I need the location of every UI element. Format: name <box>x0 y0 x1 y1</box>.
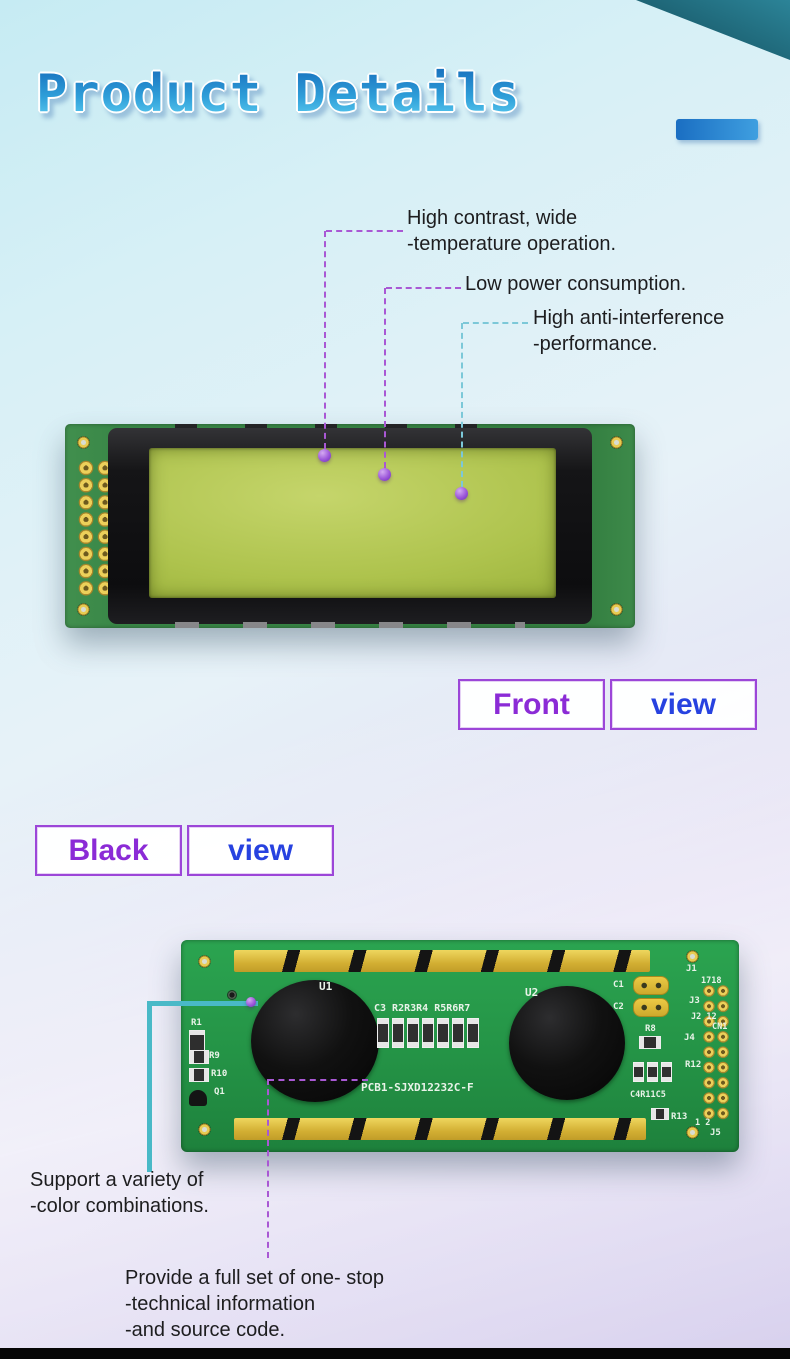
mounting-hole <box>198 1123 211 1136</box>
back-view-label-left: Black <box>35 825 182 876</box>
front-view-label-left: Front <box>458 679 605 730</box>
resistor-group-small <box>633 1062 672 1082</box>
pcb-label-j4: J4 <box>684 1033 695 1043</box>
resistor-r10 <box>189 1068 209 1082</box>
mounting-hole <box>198 955 211 968</box>
callout-line: -performance. <box>533 333 658 355</box>
mounting-hole <box>77 603 90 616</box>
transistor-q1 <box>189 1090 207 1106</box>
leader-line-power-v <box>384 288 386 468</box>
back-view-label: Black view <box>35 825 334 876</box>
pcb-label-j5: J5 <box>710 1128 721 1138</box>
pcb-label-j1: J1 <box>686 964 697 974</box>
capacitor-c1 <box>633 976 669 995</box>
pcb-label-c4r11c5: C4R11C5 <box>630 1090 666 1100</box>
pcb-label-u2: U2 <box>525 986 539 999</box>
mounting-hole <box>610 436 623 449</box>
callout-line: Provide a full set of one- stop <box>125 1267 385 1289</box>
front-view-label-right: view <box>610 679 757 730</box>
pcb-label-j2: J2 12 <box>691 1012 717 1022</box>
callout-one-stop-support: Provide a full set of one- stop -technic… <box>125 1265 384 1343</box>
resistor-chip <box>452 1018 464 1048</box>
callout-line: Support a variety of <box>30 1169 204 1191</box>
resistor-chip <box>407 1018 419 1048</box>
leader-line-contrast-h <box>326 230 403 232</box>
mounting-hole <box>686 950 699 963</box>
resistor-chip <box>633 1062 644 1082</box>
pcb-label-r1: R1 <box>191 1018 202 1028</box>
pcb-label-r13: R13 <box>671 1112 688 1122</box>
resistor-chip <box>661 1062 672 1082</box>
corner-accent-triangle <box>636 0 790 60</box>
callout-dot-support <box>246 997 256 1007</box>
pcb-label-q1: Q1 <box>214 1087 225 1097</box>
callout-line: -and source code. <box>125 1319 286 1341</box>
leader-line-support-v <box>147 1001 152 1172</box>
resistor-chip <box>392 1018 404 1048</box>
callout-dot-interference <box>455 487 468 500</box>
resistor-chip <box>437 1018 449 1048</box>
mounting-hole <box>77 436 90 449</box>
resistor-r13 <box>651 1108 669 1120</box>
callout-line: -color combinations. <box>30 1195 209 1217</box>
lcd-front-view-image <box>65 424 635 628</box>
cob-blob-right <box>509 986 625 1100</box>
pcb-label-j3: J3 <box>689 996 700 1006</box>
callout-low-power: Low power consumption. <box>465 271 686 297</box>
pcb-label-r9: R9 <box>209 1051 220 1061</box>
callout-line: High anti-interference <box>533 307 725 329</box>
callout-high-contrast: High contrast, wide -temperature operati… <box>407 205 616 257</box>
callout-line: -technical information <box>125 1293 316 1315</box>
leader-line-provide-h <box>268 1079 368 1081</box>
leader-line-power-h <box>386 287 461 289</box>
pcb-label-c2: C2 <box>613 1002 624 1012</box>
callout-line: Low power consumption. <box>465 273 687 295</box>
mounting-hole <box>610 603 623 616</box>
gold-strip-bottom <box>234 1118 646 1140</box>
front-view-label: Front view <box>458 679 757 730</box>
pcb-label-cn1: CN1 <box>712 1022 728 1032</box>
resistor-chip <box>377 1018 389 1048</box>
resistor-chip <box>422 1018 434 1048</box>
resistor-array <box>377 1018 479 1048</box>
pcb-label-pin-12: 1 2 <box>695 1118 711 1128</box>
pcb-label-resistor-row: C3 R2R3R4 R5R6R7 <box>374 1003 471 1014</box>
page-title: Product Details <box>36 64 521 124</box>
leader-line-provide-v <box>267 1079 269 1258</box>
gold-strip-top <box>234 950 650 972</box>
bezel-tabs-top <box>175 424 525 430</box>
callout-color-combinations: Support a variety of -color combinations… <box>30 1167 209 1219</box>
leader-line-support-h <box>148 1001 258 1006</box>
resistor-r8 <box>639 1036 661 1049</box>
pcb-label-r12: R12 <box>685 1060 702 1070</box>
callout-dot-contrast <box>318 449 331 462</box>
pcb-back-view-image: U1 U2 C3 R2R3R4 R5R6R7 PCB1-SJXD12232C-F… <box>181 940 739 1152</box>
bezel-tabs-bottom <box>175 622 525 628</box>
resistor-chip <box>647 1062 658 1082</box>
pcb-label-c1: C1 <box>613 980 624 990</box>
pcb-label-pin-1718: 1718 <box>701 976 722 986</box>
resistor-chip <box>467 1018 479 1048</box>
callout-line: High contrast, wide <box>407 207 578 229</box>
back-view-label-right: view <box>187 825 334 876</box>
leader-line-interference-v <box>461 323 463 487</box>
cob-blob-left <box>251 980 379 1102</box>
pcb-label-r10: R10 <box>211 1069 228 1079</box>
bottom-black-bar <box>0 1348 790 1359</box>
lcd-screen <box>149 448 556 598</box>
pcb-label-r8: R8 <box>645 1024 656 1034</box>
resistor-r9 <box>189 1050 209 1064</box>
pcb-label-u1: U1 <box>319 980 333 993</box>
pcb-label-part-number: PCB1-SJXD12232C-F <box>361 1081 474 1094</box>
callout-anti-interference: High anti-interference -performance. <box>533 305 724 357</box>
title-accent-bar <box>676 119 758 140</box>
callout-line: -temperature operation. <box>407 233 617 255</box>
capacitor-c2 <box>633 998 669 1017</box>
leader-line-interference-h <box>463 322 528 324</box>
connector-pads-right <box>702 984 730 1122</box>
callout-dot-power <box>378 468 391 481</box>
leader-line-contrast-v <box>324 231 326 449</box>
via-hole <box>227 990 237 1000</box>
